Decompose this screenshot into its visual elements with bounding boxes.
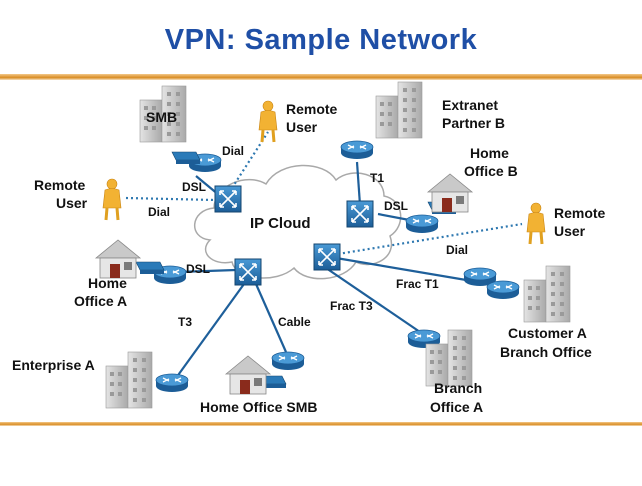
label-link-dsl-top: DSL [182, 180, 206, 194]
label-customer-a-line2: Branch Office [500, 344, 592, 360]
label-home-office-b-line2: Office B [464, 163, 518, 179]
label-home-office-b-line1: Home [470, 145, 509, 161]
label-smb: SMB [146, 109, 177, 125]
switch-icon-top-right [346, 200, 374, 228]
link-extranet-switch [355, 161, 362, 206]
router-icon-enterprise [155, 373, 189, 393]
modem-icon-smb [171, 151, 201, 165]
label-home-office-a-line2: Office A [74, 293, 127, 309]
building-icon-enterprise [105, 351, 153, 409]
house-icon-home-b [427, 173, 473, 213]
ip-cloud-label: IP Cloud [250, 215, 311, 232]
label-home-office-smb: Home Office SMB [200, 399, 317, 415]
label-branch-office-a-line1: Branch [434, 380, 482, 396]
label-extranet-line2: Partner B [442, 115, 505, 131]
person-icon-remote-user-right [525, 201, 547, 246]
modem-icon-home-a [135, 261, 165, 275]
label-extranet-line1: Extranet [442, 97, 498, 113]
router-icon-frac-t1 [486, 280, 520, 300]
bottom-divider [0, 422, 642, 426]
label-remote-user-top-line2: User [286, 119, 318, 135]
label-remote-user-right-line2: User [554, 223, 586, 239]
label-remote-user-right-line1: Remote [554, 205, 606, 221]
label-link-dial-top: Dial [222, 144, 244, 158]
building-icon-extranet [375, 81, 423, 139]
label-branch-office-a-line2: Office A [430, 399, 483, 415]
person-icon-remote-user-left [101, 177, 123, 222]
label-link-frac-t3: Frac T3 [330, 299, 373, 313]
link-homea-switch [177, 268, 237, 274]
switch-icon-top-left [214, 185, 242, 213]
router-icon-extranet [340, 140, 374, 160]
link-frac-t3 [325, 267, 421, 333]
link-dial-left [125, 196, 216, 202]
label-customer-a-line1: Customer A [508, 325, 587, 341]
router-icon-home-smb [271, 351, 305, 371]
link-cable [254, 283, 288, 353]
link-t3 [175, 283, 245, 379]
link-frac-t1 [335, 256, 479, 284]
label-enterprise-a: Enterprise A [12, 357, 95, 373]
switch-icon-center-right [313, 243, 341, 271]
router-icon-home-b [405, 214, 439, 234]
label-remote-user-left-line1: Remote [34, 177, 86, 193]
label-link-dsl-right: DSL [384, 199, 408, 213]
label-remote-user-left-line2: User [56, 195, 88, 211]
label-link-dial-left: Dial [148, 205, 170, 219]
label-link-cable: Cable [278, 315, 311, 329]
person-icon-remote-user-top [257, 99, 279, 144]
house-icon-home-a [95, 239, 141, 279]
label-link-t3: T3 [178, 315, 192, 329]
label-link-frac-t1: Frac T1 [396, 277, 439, 291]
label-home-office-a-line1: Home [88, 275, 127, 291]
page-title: VPN: Sample Network [164, 24, 478, 56]
building-icon-customer [523, 265, 571, 323]
label-link-dsl-left: DSL [186, 262, 210, 276]
label-remote-user-top-line1: Remote [286, 101, 338, 117]
link-dial-right [337, 222, 523, 256]
switch-icon-bottom-left [234, 258, 262, 286]
label-link-t1: T1 [370, 171, 384, 185]
top-divider [0, 74, 642, 80]
house-icon-home-smb [225, 355, 271, 395]
label-link-dial-right: Dial [446, 243, 468, 257]
